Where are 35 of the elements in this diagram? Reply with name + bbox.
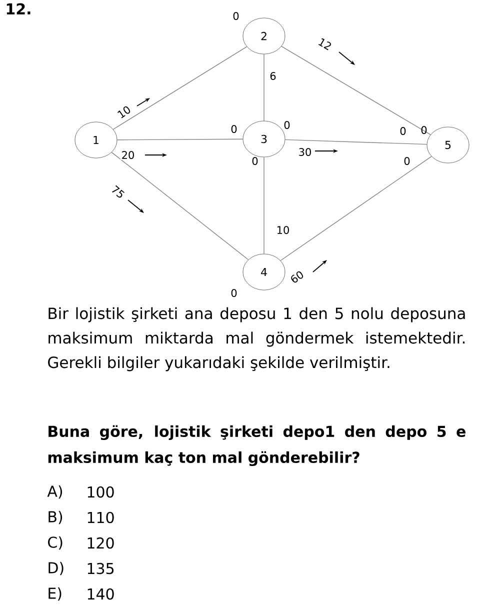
flow-value: 0	[231, 125, 237, 133]
edge-label: 12	[316, 36, 334, 52]
edge-label: 20	[120, 150, 136, 160]
connector-line	[280, 156, 432, 261]
question-text: Bir lojistik şirketi ana deposu 1 den 5 nolu deposuna maksimum miktarda mal göndermek istemektedir. Gerekli bilgiler yukarıdaki şekilde verilmiştir.	[48, 307, 465, 372]
connector-line	[112, 46, 248, 130]
flow-value: 0	[400, 127, 406, 135]
option-letter: E)	[48, 587, 62, 601]
flow-value: 0	[421, 126, 427, 134]
question-prompt: Buna göre, lojistik şirketi depo1 den depo 5 e maksimum kaç ton mal gönderebilir?	[48, 425, 466, 466]
connector-line	[116, 138, 244, 140]
option-value: 120	[88, 537, 114, 549]
edge-label: 30	[297, 147, 313, 157]
option-letter: A)	[47, 485, 62, 499]
option-letter: B)	[48, 510, 62, 524]
option-letter: D)	[48, 562, 64, 576]
question-number: 12.	[6, 3, 30, 14]
flow-value: 0	[284, 121, 290, 129]
edge-label: 6	[268, 71, 278, 81]
edge-label: 60	[288, 268, 306, 286]
edge-label: 10	[114, 104, 134, 120]
option-value: 100	[88, 486, 114, 498]
flow-value: 0	[252, 157, 258, 165]
edge-label: 75	[108, 183, 128, 201]
flow-value: 0	[404, 157, 410, 165]
connector-line	[284, 139, 428, 145]
connector-line	[281, 46, 431, 136]
option-value: 135	[88, 562, 114, 574]
option-value: 110	[88, 512, 114, 524]
option-value: 140	[88, 588, 114, 600]
option-letter: C)	[48, 536, 62, 550]
edge-label: 10	[275, 225, 291, 235]
connector-line	[111, 152, 249, 260]
flow-value: 0	[233, 12, 239, 20]
flow-value: 0	[231, 289, 237, 297]
